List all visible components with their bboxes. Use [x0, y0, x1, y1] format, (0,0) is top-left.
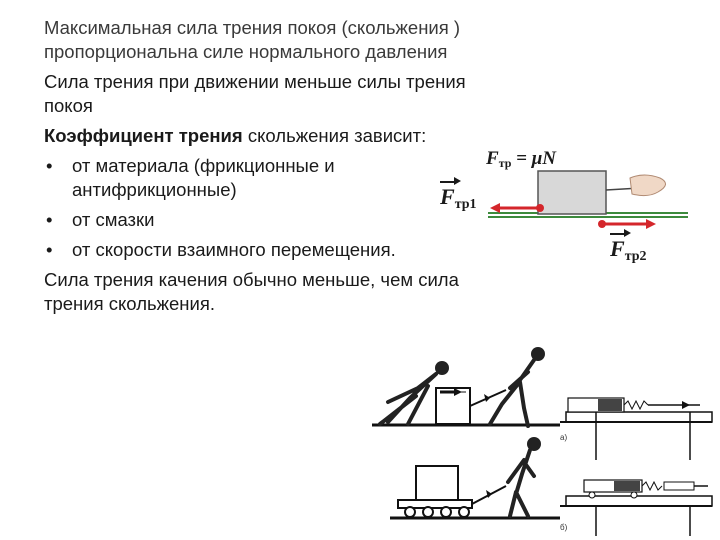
surface-line-bottom	[488, 216, 688, 218]
text-block: Максимальная сила трения покоя (скольжен…	[44, 16, 484, 322]
person-pulling-cart-icon	[506, 448, 536, 518]
figure-label-b: б)	[560, 523, 568, 532]
bullet-speed: от скорости взаимного перемещения.	[44, 238, 484, 262]
formula-friction: Fтр = μN	[486, 148, 556, 171]
paragraph-rolling-friction: Сила трения качения обычно меньше, чем с…	[44, 269, 459, 314]
force-label-2-sub: тр2	[624, 249, 647, 264]
formula-f: F	[486, 148, 499, 169]
bullet-list: от материала (фрикционные и антифрикцион…	[44, 154, 484, 262]
person-pushing-icon	[378, 372, 438, 426]
force-label-2: Fтр2	[610, 229, 647, 265]
force-arrow-2-head	[646, 219, 656, 229]
force-point-1	[536, 204, 544, 212]
bullet-material: от материала (фрикционные и антифрикцион…	[44, 154, 484, 202]
figure-label-a: а)	[560, 433, 567, 442]
spring-icon	[623, 399, 649, 411]
force-arrow-1-head	[490, 203, 500, 213]
force-point-2	[598, 220, 606, 228]
person-head-icon	[435, 361, 449, 375]
paragraph-static-friction: Максимальная сила трения покоя (скольжен…	[44, 17, 461, 62]
sliding-block	[537, 170, 607, 215]
hand-icon	[629, 174, 666, 197]
coefficient-term: Коэффициент трения	[44, 125, 243, 146]
formula-rest: = μN	[511, 148, 557, 169]
sliding-box-illustration	[372, 347, 560, 428]
force-label-1-sub: тр1	[454, 197, 477, 212]
paragraph-coefficient: Коэффициент трения скольжения зависит:	[44, 124, 484, 148]
coefficient-rest: скольжения зависит:	[242, 125, 427, 146]
person-head-icon-3	[527, 437, 541, 451]
wheel-icon	[404, 506, 416, 518]
force-label-1-letter: F	[440, 177, 461, 209]
force-label-2-letter: F	[610, 229, 631, 261]
spring-icon-2	[641, 480, 663, 492]
force-label-1: Fтр1	[440, 177, 477, 213]
spring-table-illustration-b	[560, 479, 713, 536]
rolling-cart-illustration	[390, 437, 560, 520]
person-head-icon-2	[531, 347, 545, 361]
paragraph-motion-friction: Сила трения при движении меньше силы тре…	[44, 71, 466, 116]
spring-table-illustration-a	[560, 397, 713, 460]
formula-sub: тр	[498, 156, 512, 170]
bullet-lubrication: от смазки	[44, 208, 484, 232]
person-pulling-icon	[488, 358, 536, 428]
